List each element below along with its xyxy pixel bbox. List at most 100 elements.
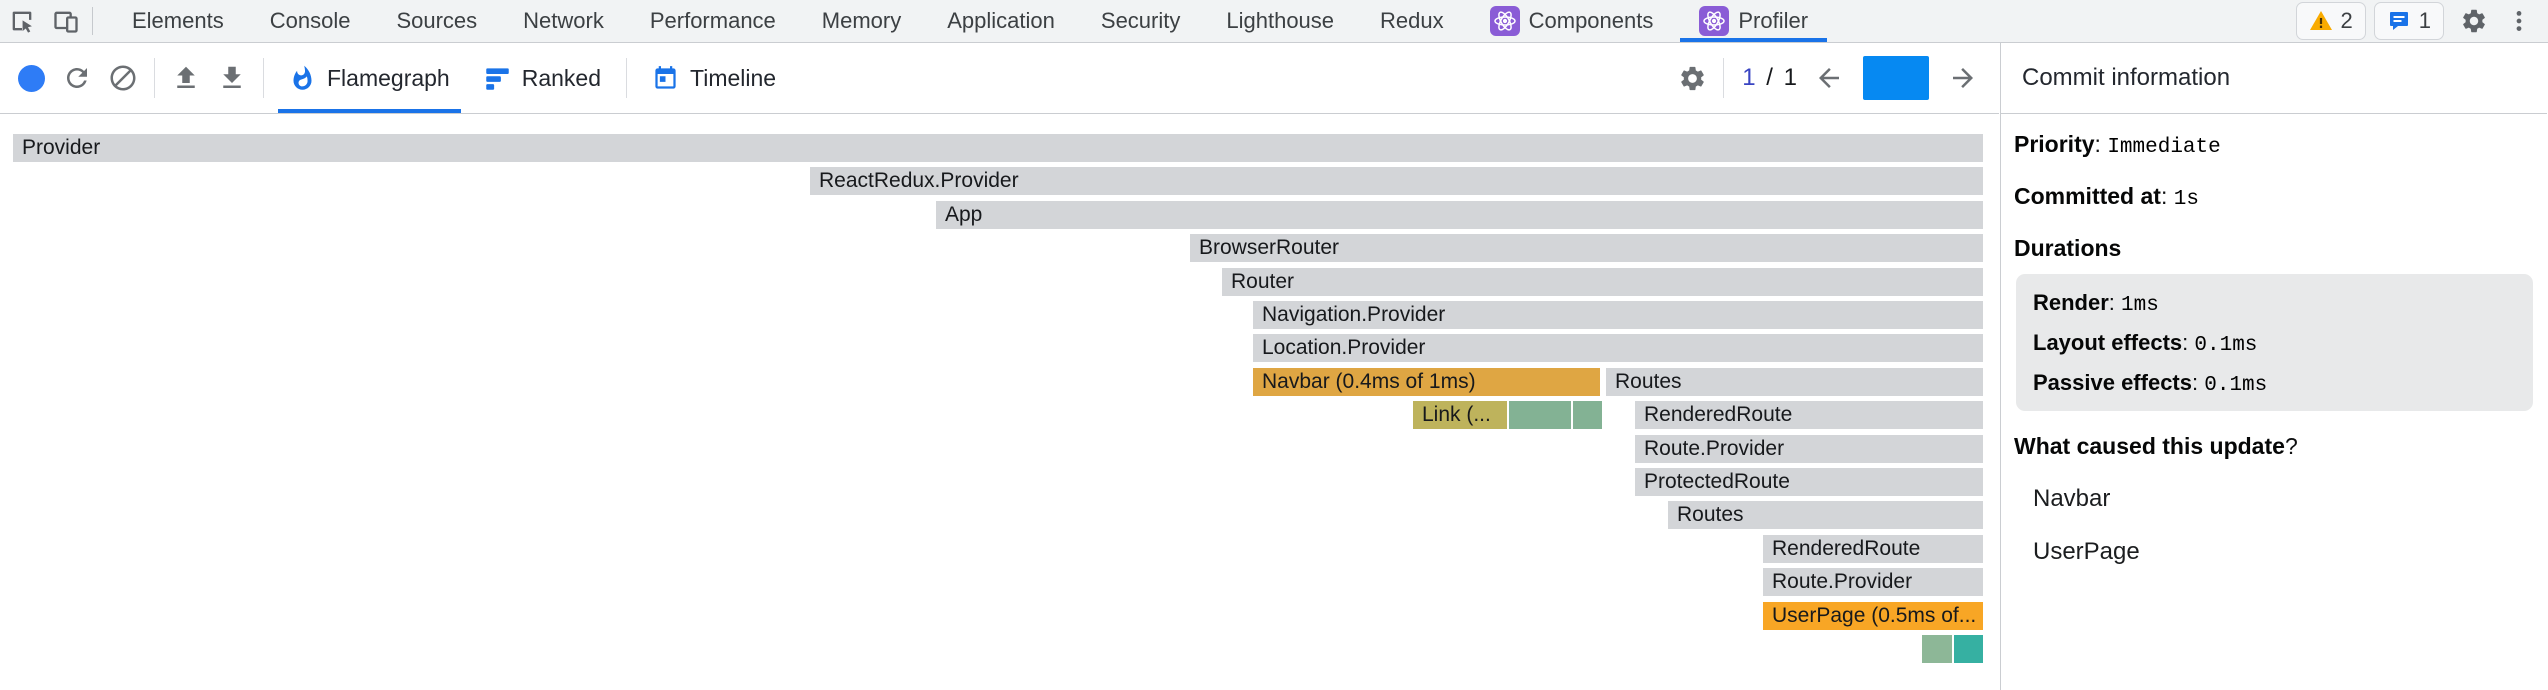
flame-bar-navigation.provider[interactable]: Navigation.Provider bbox=[1253, 301, 1983, 329]
flame-bar-renderedroute[interactable]: RenderedRoute bbox=[1635, 401, 1983, 429]
flame-bar-renderedroute[interactable]: RenderedRoute bbox=[1763, 535, 1983, 563]
reload-and-profile-button[interactable] bbox=[54, 53, 100, 103]
react-icon bbox=[1489, 6, 1520, 36]
flame-bar-unlabeled[interactable] bbox=[1509, 401, 1571, 429]
tab-sources[interactable]: Sources bbox=[373, 0, 500, 42]
tab-timeline[interactable]: Timeline bbox=[635, 43, 793, 113]
flame-bar-unlabeled[interactable] bbox=[1573, 401, 1602, 429]
gear-icon bbox=[2460, 7, 2488, 35]
colon: : bbox=[2192, 370, 2205, 395]
record-button[interactable] bbox=[8, 53, 54, 103]
load-profile-button[interactable] bbox=[163, 53, 209, 103]
colon: : bbox=[2094, 131, 2101, 157]
flame-bar-router[interactable]: Router bbox=[1222, 268, 1983, 296]
issues-badge[interactable]: 1 bbox=[2373, 2, 2444, 40]
colon: : bbox=[2160, 183, 2168, 209]
flame-bar-navbar[interactable]: Navbar (0.4ms of 1ms) bbox=[1253, 368, 1600, 396]
tab-elements[interactable]: Elements bbox=[109, 0, 247, 42]
caused-by-item-userpage[interactable]: UserPage bbox=[2033, 538, 2140, 565]
flame-bar-userpage[interactable]: UserPage (0.5ms of... bbox=[1763, 602, 1983, 630]
tab-label: Profiler bbox=[1738, 8, 1809, 33]
commit-index: 1 bbox=[1742, 64, 1758, 91]
tab-console[interactable]: Console bbox=[247, 0, 374, 42]
tab-label: Security bbox=[1100, 8, 1181, 33]
what-caused-suffix: ? bbox=[2284, 433, 2298, 459]
tabbar-separator bbox=[92, 7, 93, 35]
warning-icon bbox=[2309, 10, 2333, 32]
warning-count: 2 bbox=[2340, 8, 2353, 33]
flame-bar-browserrouter[interactable]: BrowserRouter bbox=[1190, 234, 1983, 262]
tab-redux[interactable]: Redux bbox=[1357, 0, 1467, 42]
warnings-badge[interactable]: 2 bbox=[2295, 2, 2366, 40]
profiler-settings-button[interactable] bbox=[1669, 53, 1715, 103]
flame-bar-location.provider[interactable]: Location.Provider bbox=[1253, 334, 1983, 362]
toolbar-separator bbox=[154, 58, 155, 98]
committed-at-value: 1s bbox=[2173, 188, 2199, 211]
previous-commit-button[interactable] bbox=[1809, 53, 1849, 103]
duration-label: Passive effects bbox=[2033, 370, 2192, 395]
ranked-bars-icon bbox=[484, 65, 511, 92]
tab-network[interactable]: Network bbox=[500, 0, 627, 42]
commit-info-title: Commit information bbox=[2001, 43, 2547, 114]
duration-label: Render bbox=[2033, 290, 2109, 315]
tab-ranked-label: Ranked bbox=[521, 64, 602, 91]
clear-profiling-button[interactable] bbox=[100, 53, 146, 103]
tab-flamegraph[interactable]: Flamegraph bbox=[272, 43, 467, 113]
flame-bar-unlabeled[interactable] bbox=[1954, 635, 1983, 663]
duration-label: Layout effects bbox=[2033, 330, 2183, 355]
save-profile-button[interactable] bbox=[209, 53, 255, 103]
toolbar-separator bbox=[263, 58, 264, 98]
tab-flamegraph-label: Flamegraph bbox=[327, 64, 450, 91]
what-caused-label: What caused this update bbox=[2014, 433, 2285, 459]
tab-security[interactable]: Security bbox=[1078, 0, 1203, 42]
flame-bar-routes[interactable]: Routes bbox=[1668, 501, 1983, 529]
commit-selector-bar[interactable] bbox=[1863, 56, 1929, 100]
commit-info-body: Priority: Immediate Committed at: 1s Dur… bbox=[2001, 114, 2547, 566]
more-options-button[interactable] bbox=[2504, 0, 2534, 42]
tab-application[interactable]: Application bbox=[924, 0, 1078, 42]
flame-bar-routes[interactable]: Routes bbox=[1606, 368, 1983, 396]
caused-by-item-navbar[interactable]: Navbar bbox=[2033, 485, 2111, 512]
next-commit-button[interactable] bbox=[1943, 53, 1983, 103]
tab-performance[interactable]: Performance bbox=[627, 0, 799, 42]
tab-label: Sources bbox=[396, 8, 478, 33]
tab-components[interactable]: Components bbox=[1467, 0, 1677, 42]
inspect-cursor-icon bbox=[8, 7, 36, 35]
colon: : bbox=[2108, 290, 2122, 315]
toolbar-separator bbox=[626, 58, 628, 98]
committed-at-row: Committed at: 1s bbox=[2014, 183, 2535, 211]
tab-profiler[interactable]: Profiler bbox=[1676, 0, 1831, 42]
tab-label: Elements bbox=[132, 8, 224, 33]
tab-label: Memory bbox=[821, 8, 902, 33]
flame-bar-link[interactable]: Link (... bbox=[1413, 401, 1507, 429]
duration-value: 0.1ms bbox=[2194, 334, 2258, 357]
commit-info-panel: Commit information Priority: Immediate C… bbox=[2000, 43, 2547, 690]
tab-memory[interactable]: Memory bbox=[799, 0, 924, 42]
flame-bar-app[interactable]: App bbox=[936, 201, 1983, 229]
react-icon bbox=[1699, 6, 1730, 36]
more-vert-icon bbox=[2506, 8, 2532, 34]
device-toolbar-button[interactable] bbox=[44, 0, 88, 42]
profiler-toolbar: Flamegraph Ranked Timeline bbox=[0, 43, 1999, 114]
flame-icon bbox=[289, 65, 316, 92]
flame-bar-unlabeled[interactable] bbox=[1922, 635, 1952, 663]
duration-row-passive-effects: Passive effects: 0.1ms bbox=[2033, 370, 2523, 397]
inspect-element-button[interactable] bbox=[0, 0, 44, 42]
flame-bar-route.provider[interactable]: Route.Provider bbox=[1763, 568, 1983, 596]
tab-lighthouse[interactable]: Lighthouse bbox=[1203, 0, 1357, 42]
flame-bar-provider[interactable]: Provider bbox=[13, 134, 1983, 162]
commit-navigator: 1 / 1 bbox=[1669, 53, 1999, 103]
durations-label: Durations bbox=[2014, 235, 2122, 261]
tab-ranked[interactable]: Ranked bbox=[467, 43, 618, 113]
settings-button[interactable] bbox=[2452, 0, 2496, 42]
priority-label: Priority bbox=[2014, 131, 2095, 157]
flame-bar-protectedroute[interactable]: ProtectedRoute bbox=[1635, 468, 1983, 496]
flame-bar-reactredux.provider[interactable]: ReactRedux.Provider bbox=[810, 167, 1983, 195]
tab-label: Components bbox=[1528, 8, 1654, 33]
tab-label: Console bbox=[269, 8, 351, 33]
colon: : bbox=[2182, 330, 2195, 355]
flame-bar-route.provider[interactable]: Route.Provider bbox=[1635, 435, 1983, 463]
